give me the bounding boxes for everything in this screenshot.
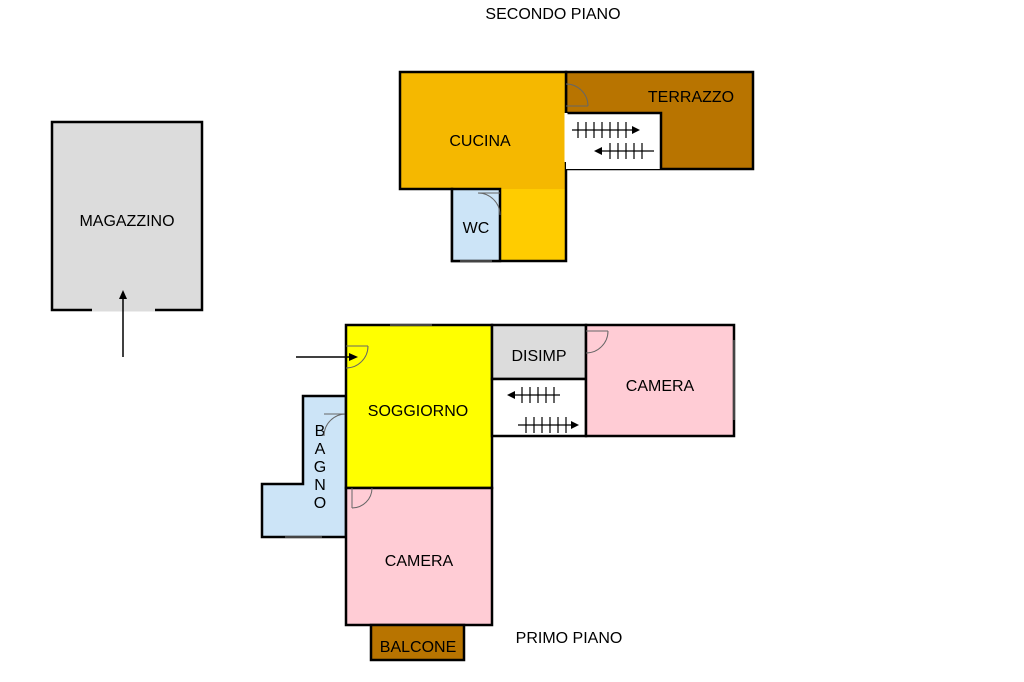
door-wc-icon [477, 192, 501, 216]
stair-arrow-left-icon [507, 387, 560, 403]
entrance-arrow-icon [119, 290, 127, 357]
room-label-bagno-n: N [314, 477, 326, 494]
room-label-bagno-g: G [314, 459, 326, 476]
room-balcone: BALCONE [369, 623, 466, 662]
door-entrance-icon [345, 345, 369, 369]
room-label-bagno-o: O [314, 495, 326, 512]
room-label-balcone: BALCONE [380, 639, 456, 656]
room-camera-bottom: CAMERA [344, 486, 494, 627]
room-label-magazzino: MAGAZZINO [79, 213, 174, 230]
room-cucina: CUCINA [398, 70, 568, 263]
room-label-terrazzo: TERRAZZO [648, 89, 734, 106]
door-camera-bottom-icon [351, 487, 373, 509]
room-bagno: B A G N O [260, 394, 348, 539]
staircase-lower [490, 377, 588, 438]
room-disimp: DISIMP [490, 323, 588, 381]
door-terrazzo-icon [565, 83, 589, 107]
room-label-soggiorno: SOGGIORNO [368, 403, 468, 420]
floor-label-primo-piano: PRIMO PIANO [516, 630, 623, 647]
door-bagno-icon [323, 413, 347, 437]
room-camera-right: CAMERA [584, 323, 736, 438]
floor-label-secondo-piano: SECONDO PIANO [485, 6, 620, 23]
room-soggiorno: SOGGIORNO [344, 323, 494, 490]
stair-arrow-right-icon [518, 417, 579, 433]
room-label-camera-bottom: CAMERA [385, 553, 454, 570]
entrance-arrow-soggiorno-icon [296, 353, 358, 361]
room-label-cucina: CUCINA [449, 133, 511, 150]
room-wc: WC [450, 187, 502, 263]
room-label-wc: WC [463, 220, 490, 237]
door-camera-right-icon [585, 330, 609, 354]
room-magazzino: MAGAZZINO [50, 120, 204, 312]
staircase-upper [564, 111, 663, 169]
room-label-disimp: DISIMP [511, 348, 566, 365]
room-label-bagno-a: A [315, 441, 326, 458]
stair-arrow-left-icon [594, 143, 654, 159]
room-label-camera-right: CAMERA [626, 378, 695, 395]
stair-arrow-right-icon [572, 122, 640, 138]
room-label-bagno-b: B [315, 423, 326, 440]
